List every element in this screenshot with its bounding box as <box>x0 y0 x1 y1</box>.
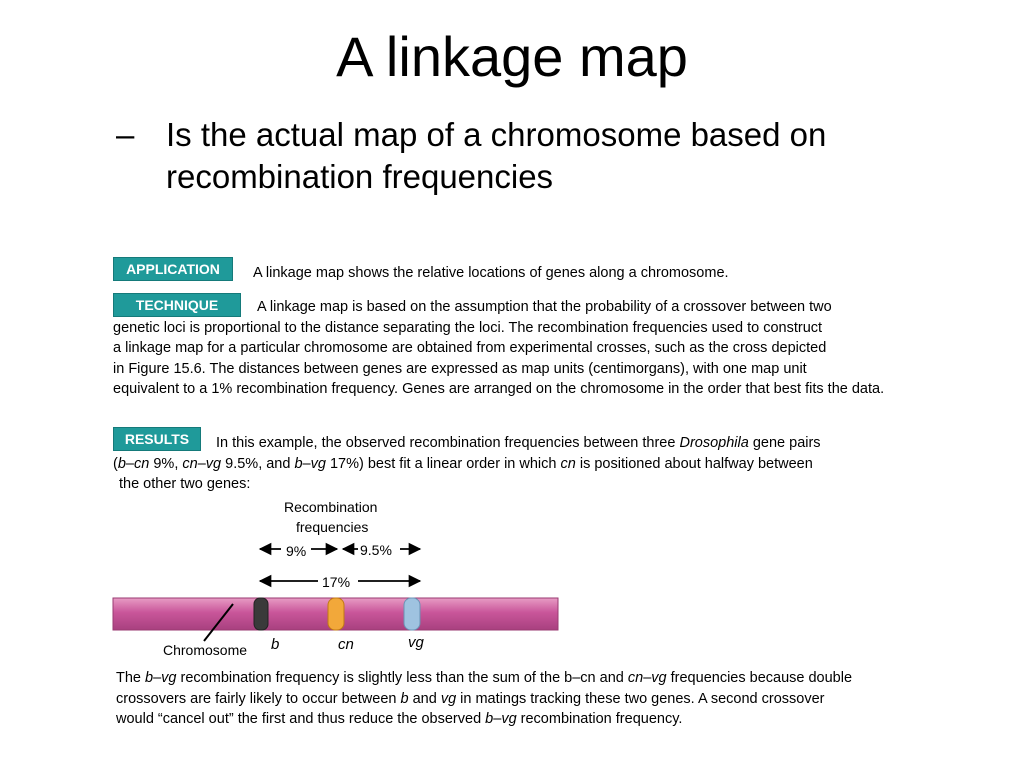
technique-line-5: equivalent to a 1% recombination frequen… <box>113 381 885 397</box>
recombination-heading-2: frequencies <box>296 519 369 535</box>
chromosome-pointer <box>203 603 234 642</box>
bullet-line-2: recombination frequencies <box>166 158 554 195</box>
bullet-text: Is the actual map of a chromosome based … <box>166 114 996 198</box>
technique-line-4: in Figure 15.6. The distances between ge… <box>113 360 807 377</box>
results-line-2: (b–cn 9%, cn–vg 9.5%, and b–vg 17%) best… <box>113 455 813 472</box>
freq-cn-vg-label: 9.5% <box>360 542 392 558</box>
bullet-dash: – <box>116 116 135 153</box>
technique-text: A linkage map is based on the assumption… <box>113 297 884 400</box>
conclusion-text: The b–vg recombination frequency is slig… <box>116 668 852 730</box>
slide-title: A linkage map <box>336 25 688 88</box>
application-tag: APPLICATION <box>113 257 233 281</box>
freq-b-cn-label: 9% <box>286 543 307 559</box>
gene-label-cn: cn <box>338 636 354 653</box>
gene-band-vg <box>403 597 421 631</box>
technique-line-3: a linkage map for a particular chromosom… <box>113 340 827 356</box>
results-line-3: the other two genes: <box>119 476 251 492</box>
results-text: In this example, the observed recombinat… <box>113 433 821 495</box>
technique-line-2: genetic loci is proportional to the dist… <box>113 319 823 336</box>
gene-label-b: b <box>271 636 280 653</box>
conclusion-line-1: The b–vg recombination frequency is slig… <box>116 670 853 686</box>
technique-tag: TECHNIQUE <box>113 293 241 317</box>
results-tag: RESULTS <box>113 427 201 451</box>
gene-band-b <box>253 597 269 631</box>
recombination-heading-1: Recombination <box>284 499 378 515</box>
application-text: A linkage map shows the relative locatio… <box>253 265 729 281</box>
technique-line-1: A linkage map is based on the assumption… <box>257 299 832 315</box>
bullet-line-1: Is the actual map of a chromosome based … <box>166 116 827 153</box>
freq-b-vg-label: 17% <box>322 574 351 590</box>
conclusion-line-3: would “cancel out” the first and thus re… <box>116 711 683 727</box>
chromosome-label: Chromosome <box>163 642 248 658</box>
results-line-1: In this example, the observed recombinat… <box>216 435 821 451</box>
gene-band-cn <box>327 597 345 631</box>
gene-label-vg: vg <box>408 634 424 651</box>
conclusion-line-2: crossovers are fairly likely to occur be… <box>116 690 825 707</box>
